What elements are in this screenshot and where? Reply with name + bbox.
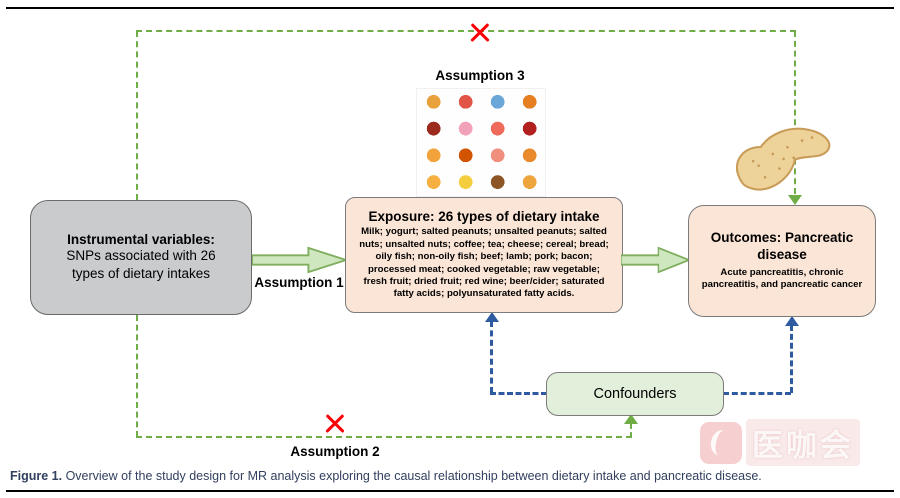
green-dashed-line-bottom — [136, 436, 632, 438]
green-arrowhead-to-outcomes — [788, 195, 802, 205]
green-arrowhead-to-confounders — [624, 414, 638, 424]
outcomes-body: Acute pancreatitis, chronic pancreatitis… — [701, 266, 863, 291]
blue-arrowhead-to-exposure — [485, 312, 499, 322]
exposure-box: Exposure: 26 types of dietary intake Mil… — [345, 197, 623, 313]
instrumental-variables-box: Instrumental variables: SNPs associated … — [30, 200, 252, 315]
blue-arrowhead-to-outcomes — [785, 316, 799, 326]
green-dashed-line-iv-down — [136, 315, 138, 437]
outcomes-title: Outcomes: Pancreatic disease — [710, 230, 854, 262]
confounders-label: Confounders — [593, 386, 677, 402]
exposure-title: Exposure: 26 types of dietary intake — [368, 209, 600, 225]
block-arrow-exposure-to-outcomes — [621, 246, 689, 274]
watermark-logo-icon — [700, 421, 742, 464]
red-cross-icon-assumption3 — [469, 22, 491, 44]
assumption-1-label: Assumption 1 — [254, 275, 344, 290]
exposure-body: Milk; yogurt; salted peanuts; unsalted p… — [359, 226, 609, 300]
top-rule — [6, 7, 894, 9]
figure-caption-text: Overview of the study design for MR anal… — [62, 469, 762, 483]
confounders-box: Confounders — [546, 372, 724, 416]
figure-caption-label: Figure 1. — [10, 469, 63, 483]
assumption-2-label: Assumption 2 — [290, 444, 380, 459]
blue-dashed-line-up-to-exposure — [490, 321, 493, 393]
block-arrow-iv-to-exposure — [252, 246, 346, 274]
pancreas-icon — [724, 116, 844, 209]
instrumental-variables-body: SNPs associated with 26 types of dietary… — [66, 248, 216, 281]
blue-dashed-line-confounders-right — [723, 392, 791, 395]
site-watermark: 医咖会 — [700, 419, 860, 466]
outcomes-box: Outcomes: Pancreatic disease Acute pancr… — [688, 205, 876, 317]
assumption-3-label: Assumption 3 — [435, 68, 525, 83]
green-dashed-line-iv-up — [136, 31, 138, 200]
figure-caption: Figure 1. Overview of the study design f… — [10, 469, 892, 483]
bottom-rule — [6, 490, 894, 492]
red-cross-icon-assumption2 — [324, 413, 346, 435]
green-dashed-line-top — [136, 30, 796, 32]
instrumental-variables-title: Instrumental variables: — [67, 232, 215, 248]
green-dashed-line-up-to-confounders — [630, 424, 632, 437]
food-icons-image — [416, 88, 546, 197]
green-dashed-line-down-to-outcomes — [794, 31, 796, 194]
blue-dashed-line-up-to-outcomes — [790, 325, 793, 393]
blue-dashed-line-confounders-left — [490, 392, 547, 395]
watermark-text: 医咖会 — [746, 419, 860, 466]
